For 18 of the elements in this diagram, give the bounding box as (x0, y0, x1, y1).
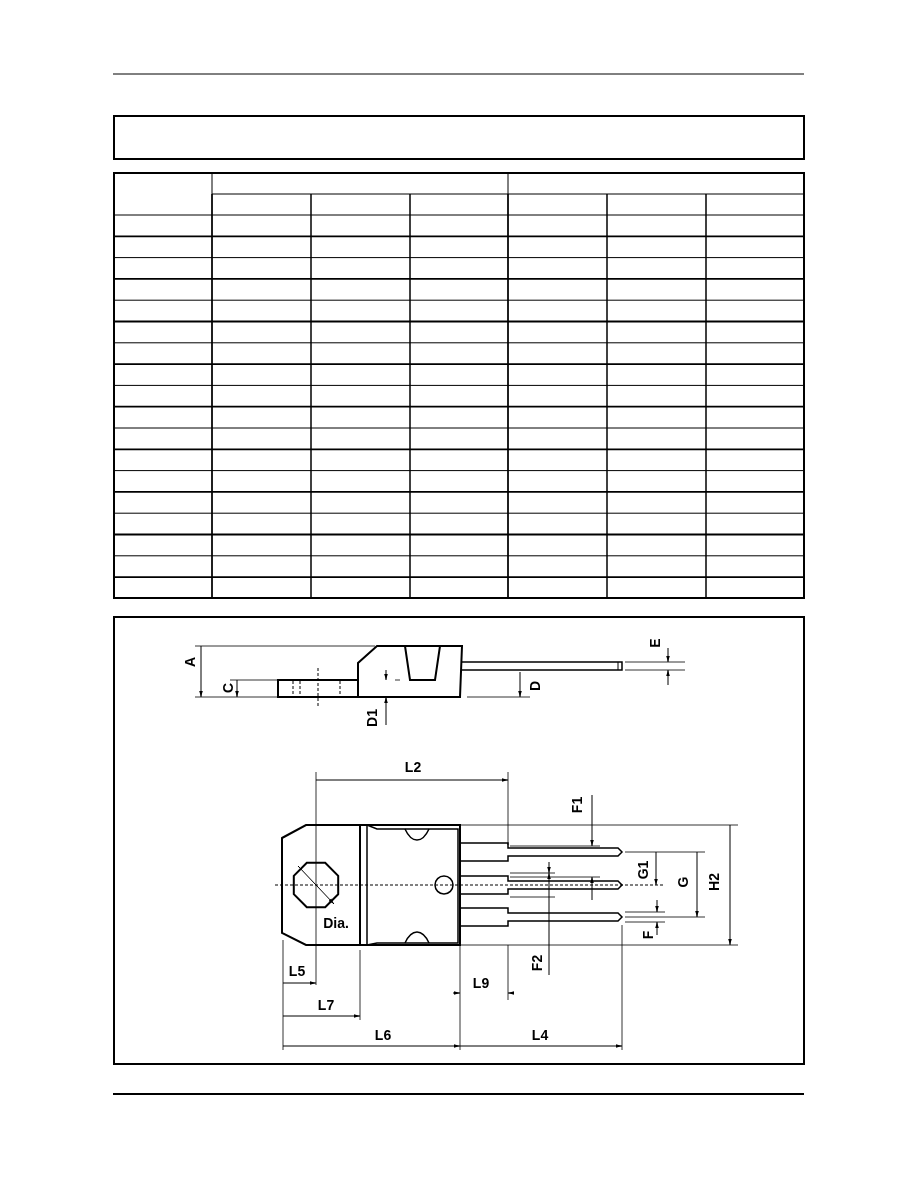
dimension-label: L7 (317, 998, 335, 1012)
dimension-label: F (641, 930, 655, 940)
dimension-label: G1 (636, 860, 650, 880)
dimension-label: H2 (707, 873, 721, 891)
dimension-label: C (221, 682, 235, 694)
dimension-label: D (528, 680, 542, 692)
dimension-label: F1 (570, 796, 584, 814)
dimension-label: A (183, 656, 197, 668)
dimension-label: D1 (365, 709, 379, 727)
dimension-label: L5 (288, 964, 306, 978)
dimension-label: L6 (374, 1028, 392, 1042)
dimension-label: F2 (530, 954, 544, 972)
dimension-label: L2 (404, 760, 422, 774)
dimension-label: Dia. (323, 916, 349, 930)
dimension-label: G (676, 876, 690, 888)
dimension-label: L9 (472, 976, 490, 990)
dimension-label: L4 (531, 1028, 549, 1042)
dimension-label: E (648, 638, 662, 648)
